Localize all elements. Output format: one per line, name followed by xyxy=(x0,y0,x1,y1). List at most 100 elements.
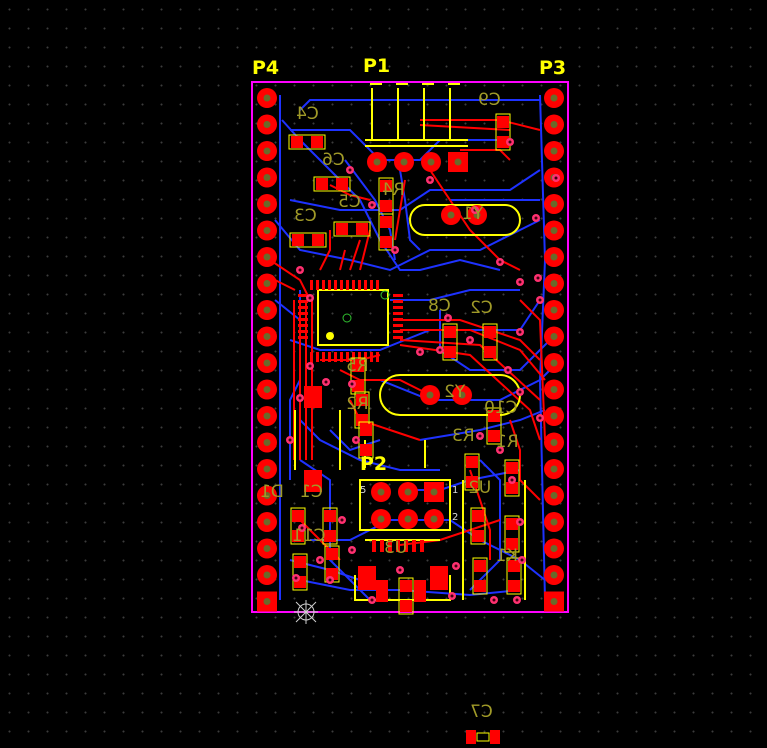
smd-pads xyxy=(288,113,522,615)
p3-pin[interactable] xyxy=(544,538,564,559)
u3-pin-b[interactable] xyxy=(414,580,426,602)
c10-pads[interactable] xyxy=(486,407,502,445)
p2-pin[interactable] xyxy=(424,509,444,529)
p3-pin[interactable] xyxy=(544,512,564,532)
p4-pin[interactable] xyxy=(257,220,277,241)
p1-pin[interactable] xyxy=(448,152,468,172)
p4-pin[interactable] xyxy=(257,512,277,532)
p4-pin[interactable] xyxy=(257,194,277,214)
c11b-pads[interactable] xyxy=(292,553,308,591)
p3-pin[interactable] xyxy=(544,247,564,267)
p4-pin[interactable] xyxy=(257,247,277,267)
p4-pin[interactable] xyxy=(257,432,277,453)
via xyxy=(516,328,524,336)
k1b-pads[interactable] xyxy=(472,557,488,595)
p2-pin[interactable] xyxy=(398,509,418,529)
via xyxy=(436,346,444,354)
via xyxy=(286,436,294,444)
p4-pin[interactable] xyxy=(257,591,277,612)
p4-pin[interactable] xyxy=(257,538,277,559)
designator-c3: C3 xyxy=(294,206,317,226)
p4-pin[interactable] xyxy=(257,379,277,400)
ic-u2 xyxy=(298,280,403,362)
p1-pin[interactable] xyxy=(394,152,414,172)
k1c-pads[interactable] xyxy=(506,557,522,595)
y2-pin[interactable] xyxy=(452,385,472,405)
u3b-pads[interactable] xyxy=(398,577,414,615)
y1-pin[interactable] xyxy=(441,205,461,225)
p2-pin[interactable] xyxy=(424,482,444,502)
r4b-pads[interactable] xyxy=(378,213,394,251)
u2-pads[interactable] xyxy=(470,507,486,545)
y2-pin[interactable] xyxy=(420,385,440,405)
p3-pin[interactable] xyxy=(544,379,564,400)
p3-pin[interactable] xyxy=(544,485,564,506)
via xyxy=(518,556,526,564)
r4-pads[interactable] xyxy=(378,177,394,215)
c2-pads[interactable] xyxy=(482,323,498,361)
via xyxy=(452,562,460,570)
c11-pads[interactable] xyxy=(322,507,338,545)
p4-pin[interactable] xyxy=(257,353,277,373)
p3-pin[interactable] xyxy=(544,565,564,585)
p3-pin[interactable] xyxy=(544,220,564,241)
u3-tab-b[interactable] xyxy=(430,566,448,590)
p4-pin[interactable] xyxy=(257,565,277,585)
p4-pin[interactable] xyxy=(257,114,277,135)
via xyxy=(532,214,540,222)
d1-pad-a[interactable] xyxy=(304,386,322,408)
p3-pin[interactable] xyxy=(544,300,564,320)
p3-pin[interactable] xyxy=(544,194,564,214)
p4-pin[interactable] xyxy=(257,326,277,347)
p4-pin[interactable] xyxy=(257,167,277,188)
p1-pin[interactable] xyxy=(421,152,441,172)
c7-footprint[interactable] xyxy=(466,730,500,744)
p2-pin[interactable] xyxy=(398,482,418,502)
p3-pin[interactable] xyxy=(544,88,564,108)
p3-pin[interactable] xyxy=(544,273,564,294)
c6-pads[interactable] xyxy=(313,176,351,192)
c8-pads[interactable] xyxy=(442,323,458,361)
via xyxy=(322,378,330,386)
p4-pin[interactable] xyxy=(257,459,277,479)
p3-pin[interactable] xyxy=(544,406,564,426)
d1-pad-b[interactable] xyxy=(304,470,322,492)
p4-pin[interactable] xyxy=(257,485,277,506)
p3-pin[interactable] xyxy=(544,591,564,612)
k1-pads[interactable] xyxy=(504,515,520,553)
p4-pin[interactable] xyxy=(257,273,277,294)
c4-pads[interactable] xyxy=(288,134,326,150)
p2-pin[interactable] xyxy=(371,482,391,502)
designator-c11: C11 xyxy=(292,526,326,546)
p4-pin[interactable] xyxy=(257,88,277,108)
p3-pin[interactable] xyxy=(544,459,564,479)
u3-pin-a[interactable] xyxy=(376,580,388,602)
via xyxy=(296,266,304,274)
p4-pin[interactable] xyxy=(257,406,277,426)
via xyxy=(516,388,524,396)
c9-pads[interactable] xyxy=(495,113,511,151)
p3-pin[interactable] xyxy=(544,114,564,135)
via xyxy=(536,296,544,304)
p2-pin-1-marker: 1 xyxy=(452,485,459,496)
via xyxy=(448,592,456,600)
c5-pads[interactable] xyxy=(333,221,371,237)
p4-pin[interactable] xyxy=(257,300,277,320)
r3b-pads[interactable] xyxy=(358,421,374,459)
p4-pin[interactable] xyxy=(257,141,277,161)
r1-pads[interactable] xyxy=(504,459,520,497)
p3-pin[interactable] xyxy=(544,353,564,373)
p3-pin[interactable] xyxy=(544,326,564,347)
u3-tab-a[interactable] xyxy=(358,566,376,590)
p1-pin[interactable] xyxy=(367,152,387,172)
origin-marker-icon[interactable] xyxy=(294,600,318,624)
p3-pin[interactable] xyxy=(544,141,564,161)
c3-pads[interactable] xyxy=(289,232,327,248)
r3-pads[interactable] xyxy=(464,453,480,491)
via xyxy=(516,518,524,526)
p2-pin[interactable] xyxy=(371,509,391,529)
p3-pin[interactable] xyxy=(544,432,564,453)
r5-pads[interactable] xyxy=(350,357,366,395)
